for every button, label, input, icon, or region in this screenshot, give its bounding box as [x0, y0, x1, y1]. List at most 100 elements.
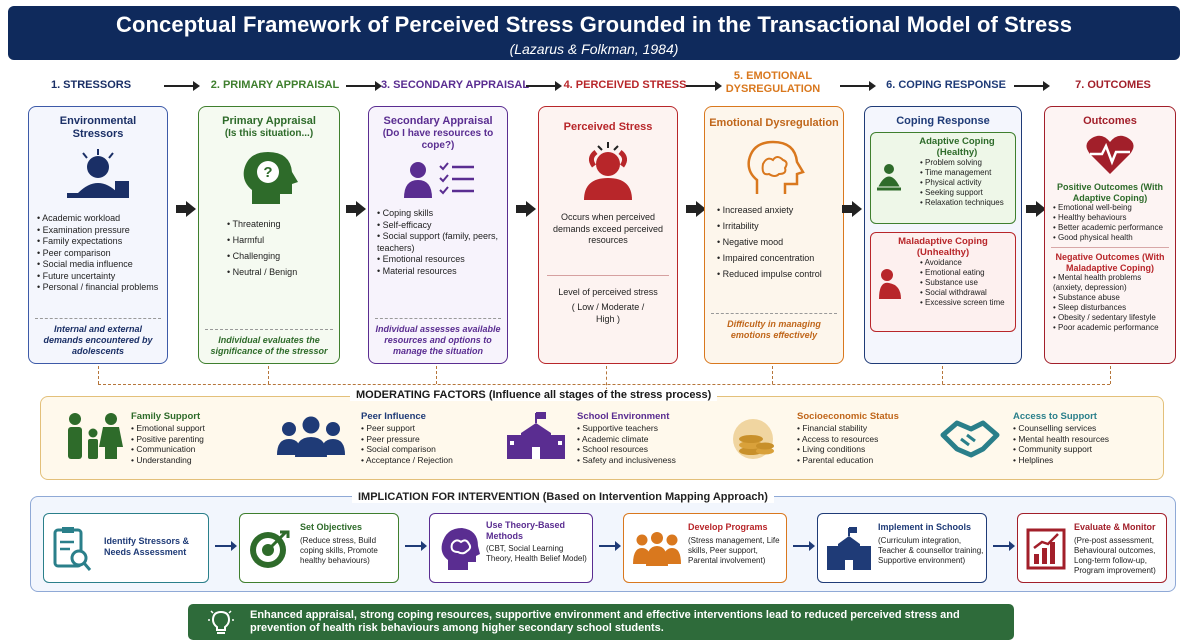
brain-head-icon [747, 140, 805, 194]
secondary-footnote: Individual assesses available resources … [375, 318, 501, 357]
step-title: Implement in Schools [878, 522, 972, 532]
stressed-student-icon [67, 149, 129, 198]
conclusion-banner: Enhanced appraisal, strong coping resour… [188, 604, 1014, 640]
list-item: Peer pressure [361, 434, 453, 445]
step-description: (Curriculum integration, Teacher & couns… [878, 536, 984, 565]
conclusion-text: Enhanced appraisal, strong coping resour… [250, 609, 960, 634]
step-arrow [993, 541, 1015, 551]
list-item: Irritability [717, 218, 837, 234]
head-question-icon: ? [243, 152, 298, 204]
step-description: (CBT, Social Learning Theory, Health Bel… [486, 544, 587, 563]
flow-arrow [346, 201, 366, 217]
connector [268, 366, 269, 384]
list-item: Coping skills [377, 208, 501, 220]
adaptive-title: Adaptive Coping (Healthy) [919, 136, 995, 158]
list-item: Substance abuse [1053, 293, 1169, 303]
list-item: Financial stability [797, 423, 899, 434]
stage-label-1: 1. STRESSORS [50, 79, 132, 91]
step-title: Develop Programs [688, 522, 768, 532]
stage-arrow [840, 81, 876, 91]
factor-title: Socioeconomic Status [797, 411, 899, 422]
intervention-step-methods: Use Theory-Based Methods (CBT, Social Le… [429, 513, 593, 583]
list-item: Emotional resources [377, 254, 501, 266]
step-arrow [599, 541, 621, 551]
chart-up-icon [1026, 528, 1066, 570]
list-item: Impaired concentration [717, 250, 837, 266]
school-icon [507, 412, 565, 459]
list-item: Time management [920, 168, 1006, 178]
list-item: Safety and inclusiveness [577, 455, 676, 466]
list-item: Emotional eating [920, 268, 1006, 278]
factor-title: School Environment [577, 411, 670, 422]
factor-title: Access to Support [1013, 411, 1097, 422]
emotional-dysregulation-box: Emotional Dysregulation Increased anxiet… [704, 106, 844, 364]
step-title: Evaluate & Monitor [1074, 522, 1156, 532]
step-title: Identify Stressors & Needs Assessment [104, 536, 190, 557]
intervention-title: IMPLICATION FOR INTERVENTION (Based on I… [352, 491, 774, 503]
list-item: Substance use [920, 278, 1006, 288]
family-icon [68, 413, 123, 459]
list-item: Social support (family, peers, teachers) [377, 231, 501, 254]
moderating-factors-title: MODERATING FACTORS (Influence all stages… [350, 389, 718, 401]
moderating-factors-panel: Family Support Emotional support Positiv… [40, 396, 1164, 480]
moderating-factor-access: Access to Support Counselling services M… [1013, 411, 1109, 465]
list-item: Family expectations [37, 236, 161, 248]
list-item: Self-efficacy [377, 220, 501, 232]
stage-label-6: 6. COPING RESPONSE [886, 79, 1006, 91]
clipboard-search-icon [53, 527, 92, 571]
list-item: Peer comparison [37, 248, 161, 260]
negative-outcomes-title: Negative Outcomes (With Maladaptive Copi… [1055, 252, 1165, 273]
stage-labels: 1. STRESSORS 2. PRIMARY APPRAISAL 3. SEC… [0, 70, 1188, 104]
secondary-title: Secondary Appraisal [383, 115, 493, 127]
flow-arrow [842, 201, 862, 217]
primary-footnote: Individual evaluates the significance of… [205, 329, 333, 357]
perceived-description: Occurs when perceived demands exceed per… [552, 212, 664, 245]
list-item: Social comparison [361, 444, 453, 455]
lightbulb-icon [208, 610, 234, 634]
list-item: School resources [577, 444, 676, 455]
primary-appraisal-box: Primary Appraisal (Is this situation...)… [198, 106, 340, 364]
group-icon [633, 532, 681, 566]
intervention-panel: Identify Stressors & Needs Assessment Se… [30, 496, 1176, 592]
moderating-connector-line [98, 384, 1110, 385]
flow-arrow [176, 201, 196, 217]
stage-label-7: 7. OUTCOMES [1075, 79, 1151, 91]
list-item: Positive parenting [131, 434, 205, 445]
meditation-icon [877, 164, 901, 191]
list-item: Healthy behaviours [1053, 213, 1169, 223]
step-arrow [215, 541, 237, 551]
list-item: Academic workload [37, 213, 161, 225]
moderating-factor-school: School Environment Supportive teachers A… [577, 411, 676, 465]
list-item: Counselling services [1013, 423, 1109, 434]
maladaptive-title: Maladaptive Coping (Unhealthy) [898, 236, 988, 258]
heart-pulse-icon [1086, 135, 1134, 174]
coping-title: Coping Response [896, 115, 990, 127]
list-item: Acceptance / Rejection [361, 455, 453, 466]
adaptive-coping-panel: Adaptive Coping (Healthy) Problem solvin… [870, 132, 1016, 224]
list-item: Reduced impulse control [717, 266, 837, 282]
outcomes-box: Outcomes Positive Outcomes (With Adaptiv… [1044, 106, 1176, 364]
list-item: Harmful [227, 232, 333, 248]
person-checklist-icon [404, 162, 474, 198]
list-item: Problem solving [920, 158, 1006, 168]
stage-label-5: 5. EMOTIONAL DYSREGULATION [725, 70, 821, 95]
stage-arrow [1014, 81, 1050, 91]
header-banner: Conceptual Framework of Perceived Stress… [8, 6, 1180, 60]
secondary-appraisal-box: Secondary Appraisal (Do I have resources… [368, 106, 508, 364]
connector [98, 366, 99, 384]
list-item: Helplines [1013, 455, 1109, 466]
brain-head-icon [441, 528, 480, 570]
intervention-step-evaluate: Evaluate & Monitor (Pre-post assessment,… [1017, 513, 1167, 583]
maladaptive-coping-panel: Maladaptive Coping (Unhealthy) Avoidance… [870, 232, 1016, 332]
stress-level-range: ( Low / Moderate / High ) [571, 302, 645, 324]
list-item: Community support [1013, 444, 1109, 455]
list-item: Emotional well-being [1053, 203, 1169, 213]
list-item: Material resources [377, 266, 501, 278]
list-item: Examination pressure [37, 225, 161, 237]
list-item: Poor academic performance [1053, 323, 1169, 333]
primary-subtitle: (Is this situation...) [224, 128, 314, 139]
emotional-title: Emotional Dysregulation [709, 117, 839, 129]
list-item: Sleep disturbances [1053, 303, 1169, 313]
step-arrow [405, 541, 427, 551]
list-item: Better academic performance [1053, 223, 1169, 233]
